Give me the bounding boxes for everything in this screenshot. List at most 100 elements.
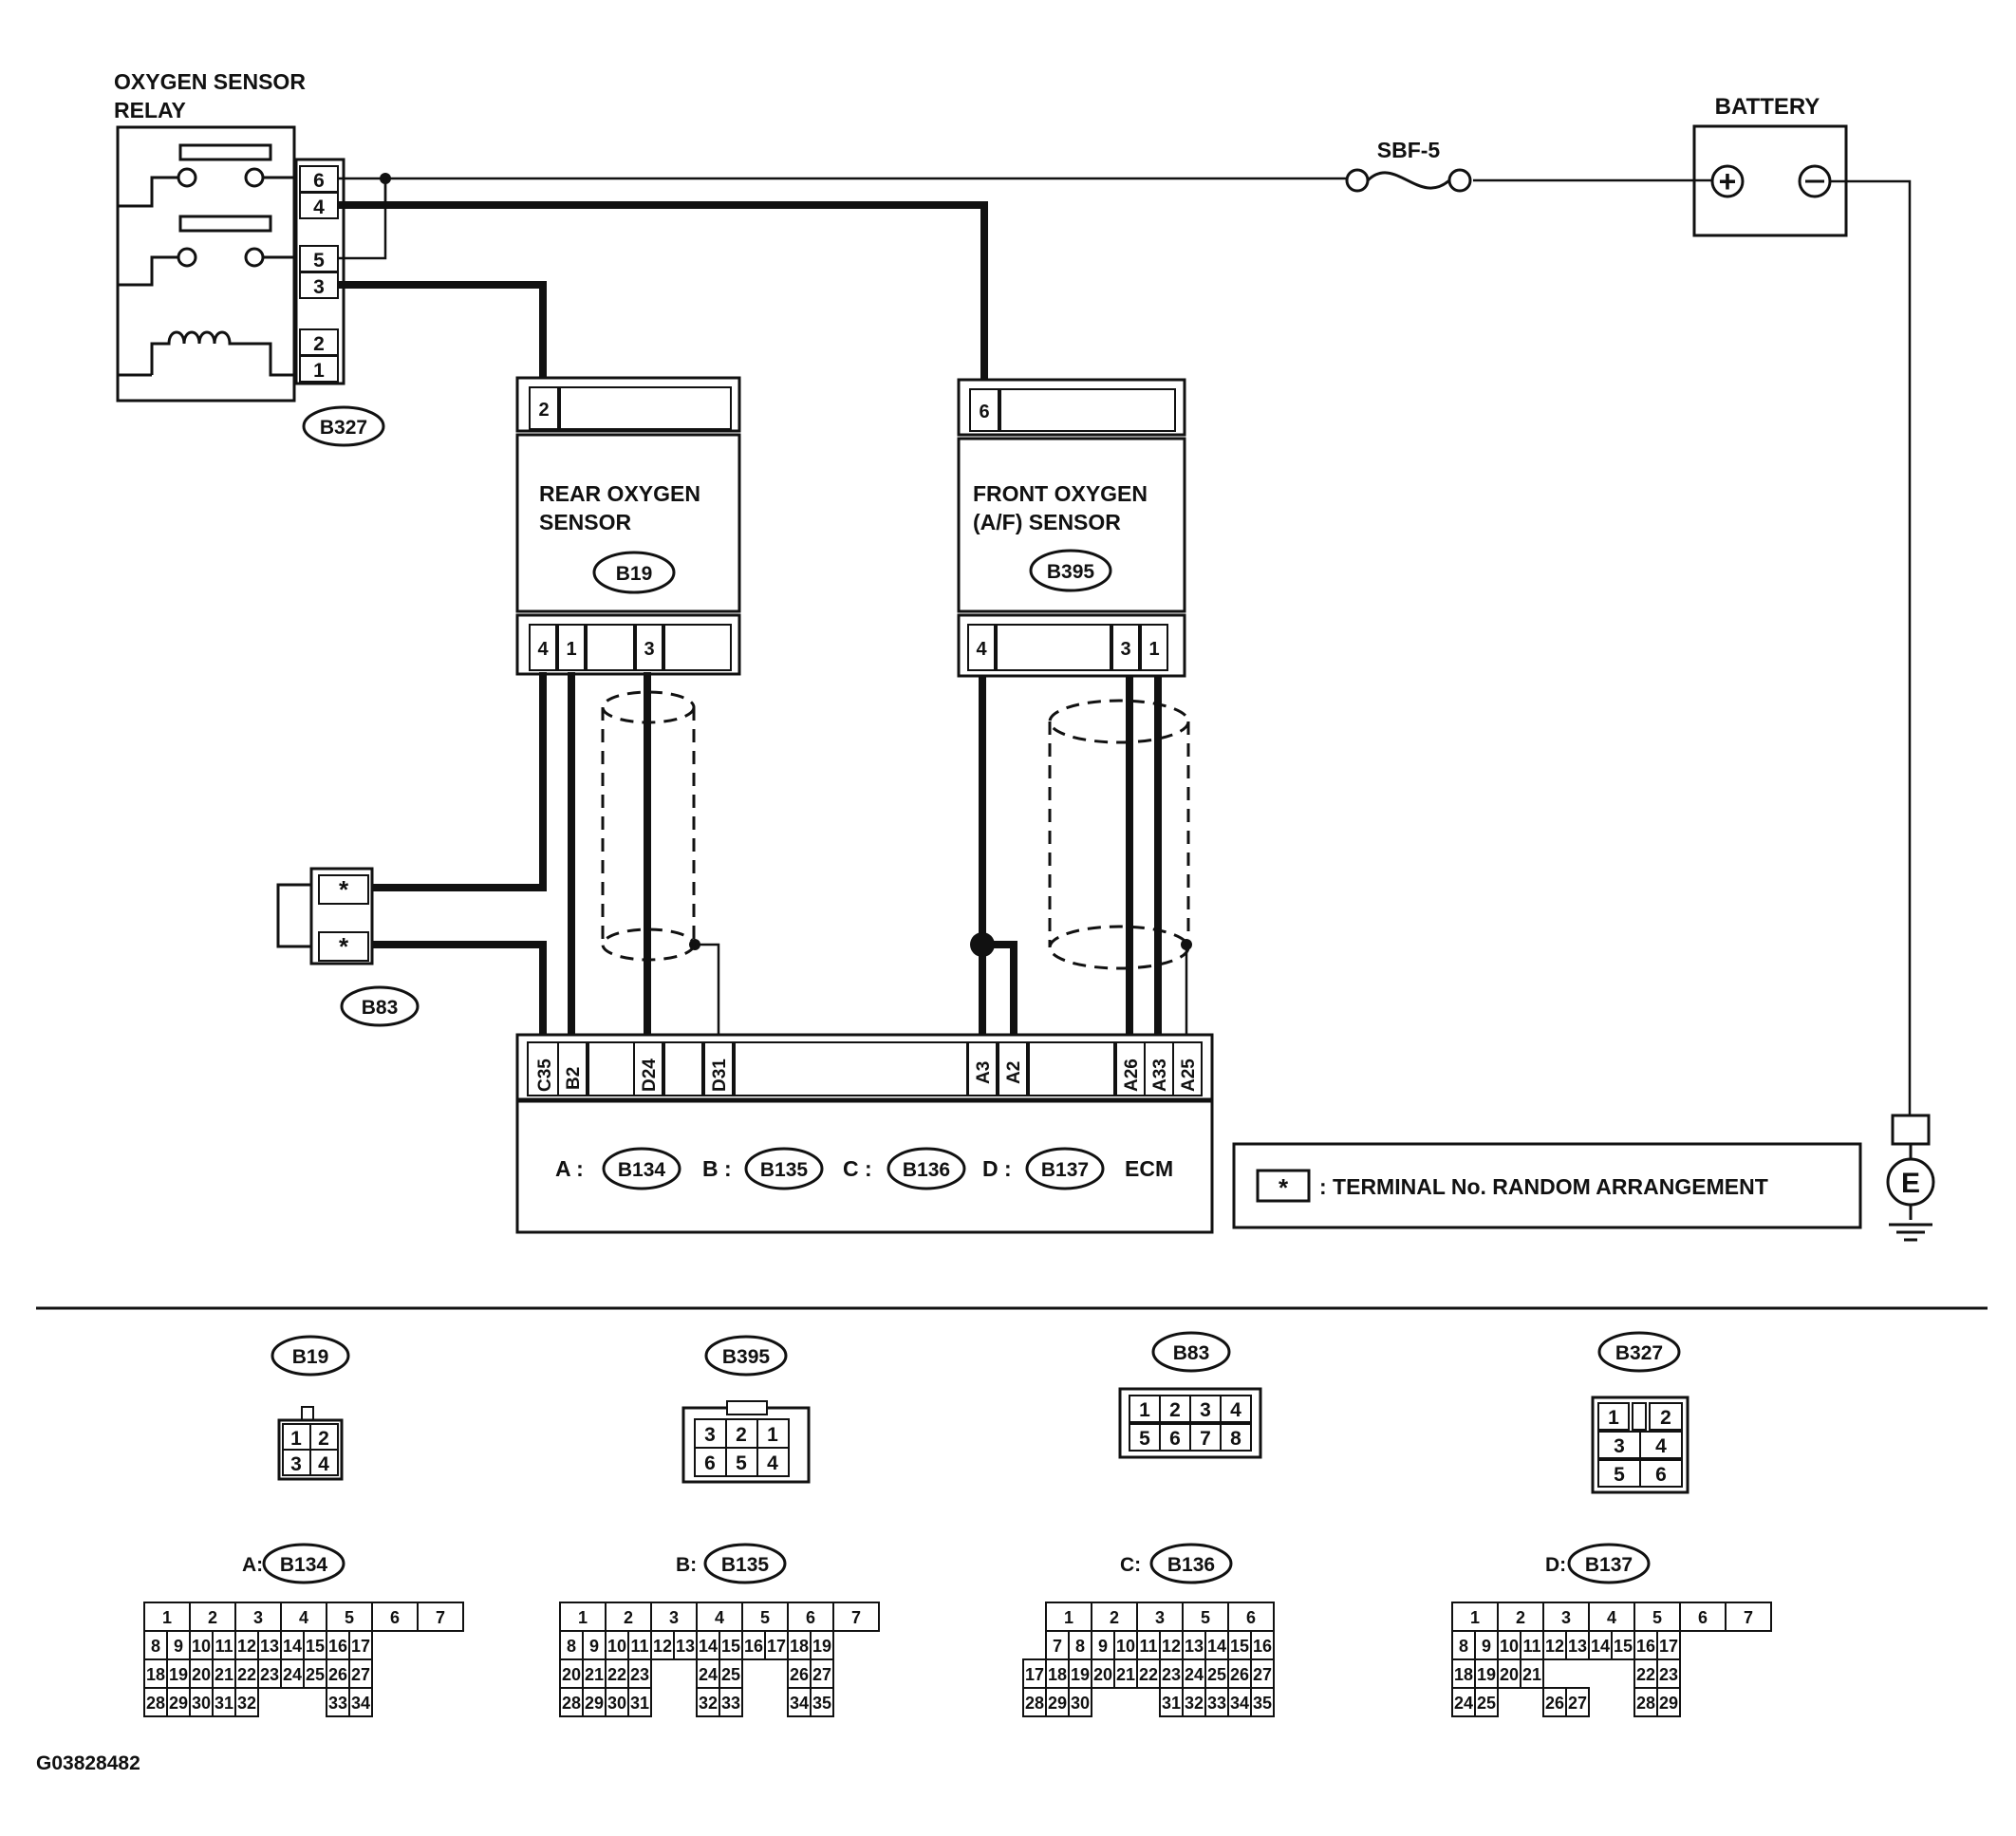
svg-text:A26: A26 (1122, 1059, 1142, 1092)
grid-cell (582, 1687, 607, 1717)
grid-pin-number: 19 (169, 1665, 188, 1684)
svg-text:2: 2 (1660, 1407, 1671, 1429)
grid-pin-number: 31 (630, 1694, 649, 1713)
grid-pin-number: 22 (1139, 1665, 1158, 1684)
grid-pin-number: 17 (1025, 1665, 1044, 1684)
svg-text:B137: B137 (1585, 1554, 1633, 1576)
grid-pin-number: 9 (589, 1637, 599, 1656)
grid-pin-number: 30 (192, 1694, 211, 1713)
grid-pin-number: 20 (1093, 1665, 1112, 1684)
grid-cell (1250, 1687, 1275, 1717)
grid-pin-number: 8 (1075, 1637, 1085, 1656)
grid-pin-number: 10 (607, 1637, 626, 1656)
grid-pin-number: 16 (744, 1637, 763, 1656)
ecm: C35 B2 D24 D31 A3 A2 A26 A33 A25 A : (515, 1033, 1214, 1234)
grid-cell (234, 1602, 282, 1632)
grid-pin-number: 34 (790, 1694, 809, 1713)
grid-pin-number: 30 (1071, 1694, 1090, 1713)
grid-pin-number: 18 (790, 1637, 809, 1656)
grid-pin-number: 33 (328, 1694, 347, 1713)
svg-text:1: 1 (313, 360, 325, 382)
relay-pin-1: 1 (299, 355, 339, 383)
svg-text:1: 1 (767, 1424, 778, 1446)
grid-cell (787, 1658, 812, 1689)
grid-pin-number: 10 (1116, 1637, 1135, 1656)
grid-pin-number: 24 (699, 1665, 718, 1684)
relay-pin-5: 5 (299, 245, 339, 272)
svg-text:B:: B: (676, 1554, 697, 1576)
grid-pin-number: 2 (208, 1608, 217, 1627)
svg-text:2: 2 (1169, 1399, 1181, 1421)
b83-label: B83 (362, 997, 399, 1019)
grid-cell (348, 1687, 373, 1717)
grid-cell (166, 1687, 191, 1717)
grid-pin-number: 27 (812, 1665, 831, 1684)
ground-label: E (1901, 1168, 1920, 1199)
grid-cell (1022, 1687, 1047, 1717)
rear-sensor-line2: SENSOR (539, 510, 632, 534)
connector-view-b327: B327 1 2 3 4 5 6 (1591, 1331, 1689, 1494)
svg-text:2: 2 (736, 1424, 747, 1446)
svg-text:*: * (339, 932, 349, 961)
grid-pin-number: 25 (306, 1665, 325, 1684)
grid-cell (1451, 1687, 1476, 1717)
svg-text:A25: A25 (1179, 1059, 1199, 1092)
grid-pin-number: 15 (721, 1637, 740, 1656)
grid-pin-number: 2 (1110, 1608, 1119, 1627)
grid-pin-number: 18 (146, 1665, 165, 1684)
svg-text:B135: B135 (760, 1159, 809, 1181)
svg-text:3: 3 (313, 276, 325, 298)
grid-cell (559, 1630, 584, 1660)
svg-text:4: 4 (318, 1453, 329, 1475)
grid-pin-number: 16 (1253, 1637, 1272, 1656)
svg-text:6: 6 (313, 170, 325, 192)
grid-pin-number: 1 (1470, 1608, 1480, 1627)
battery: BATTERY + (1521, 94, 1912, 1115)
grid-pin-number: 4 (299, 1608, 308, 1627)
svg-text:1: 1 (1139, 1399, 1150, 1421)
connector-view-d-header: D: B137 (1545, 1543, 1651, 1584)
grid-cell (1656, 1658, 1681, 1689)
grid-cell (166, 1658, 191, 1689)
grid-pin-number: 14 (1207, 1637, 1226, 1656)
power-wires (338, 173, 1521, 382)
grid-pin-number: 14 (1591, 1637, 1610, 1656)
grid-cell (143, 1602, 191, 1632)
grid-pin-number: 1 (1064, 1608, 1073, 1627)
svg-text:A33: A33 (1150, 1059, 1170, 1092)
grid-pin-number: 14 (699, 1637, 718, 1656)
grid-pin-number: 27 (1253, 1665, 1272, 1684)
grid-cell (1113, 1630, 1138, 1660)
grid-pin-number: 21 (1116, 1665, 1135, 1684)
grid-cell (719, 1658, 743, 1689)
grid-cell (1204, 1687, 1229, 1717)
grid-pin-number: 18 (1454, 1665, 1473, 1684)
svg-text:D:: D: (1545, 1554, 1566, 1576)
rear-sensor-line1: REAR OXYGEN (539, 481, 700, 506)
grid-pin-number: 10 (192, 1637, 211, 1656)
grid-pin-number: 8 (1459, 1637, 1468, 1656)
svg-text:2: 2 (313, 333, 325, 355)
grid-pin-number: 28 (562, 1694, 581, 1713)
connector-view-b395: B395 3 2 1 6 5 4 (681, 1335, 811, 1484)
svg-text:2: 2 (318, 1428, 329, 1450)
grid-pin-number: 25 (1207, 1665, 1226, 1684)
grid-pin-number: 21 (215, 1665, 233, 1684)
connector-view-c-header: C: B136 (1120, 1543, 1233, 1584)
connector-view-a-header: A: B134 (242, 1543, 345, 1584)
grid-pin-number: 12 (653, 1637, 672, 1656)
signal-wires (372, 672, 1192, 1044)
grid-cell (1588, 1602, 1635, 1632)
grid-pin-number: 15 (1614, 1637, 1633, 1656)
grid-pin-number: 25 (721, 1665, 740, 1684)
grid-cell (696, 1687, 720, 1717)
grid-pin-number: 28 (1025, 1694, 1044, 1713)
grid-cell (696, 1630, 720, 1660)
svg-text:5: 5 (1614, 1464, 1625, 1486)
grid-cell (1204, 1658, 1229, 1689)
grid-pin-number: 12 (237, 1637, 256, 1656)
oxygen-sensor-relay: OXYGEN SENSOR RELAY 6 4 5 3 2 1 B327 (114, 69, 385, 447)
grid-cell (1542, 1630, 1567, 1660)
connector-grid-b136: 1234567891011121314151617181920212223242… (1022, 1602, 1275, 1717)
